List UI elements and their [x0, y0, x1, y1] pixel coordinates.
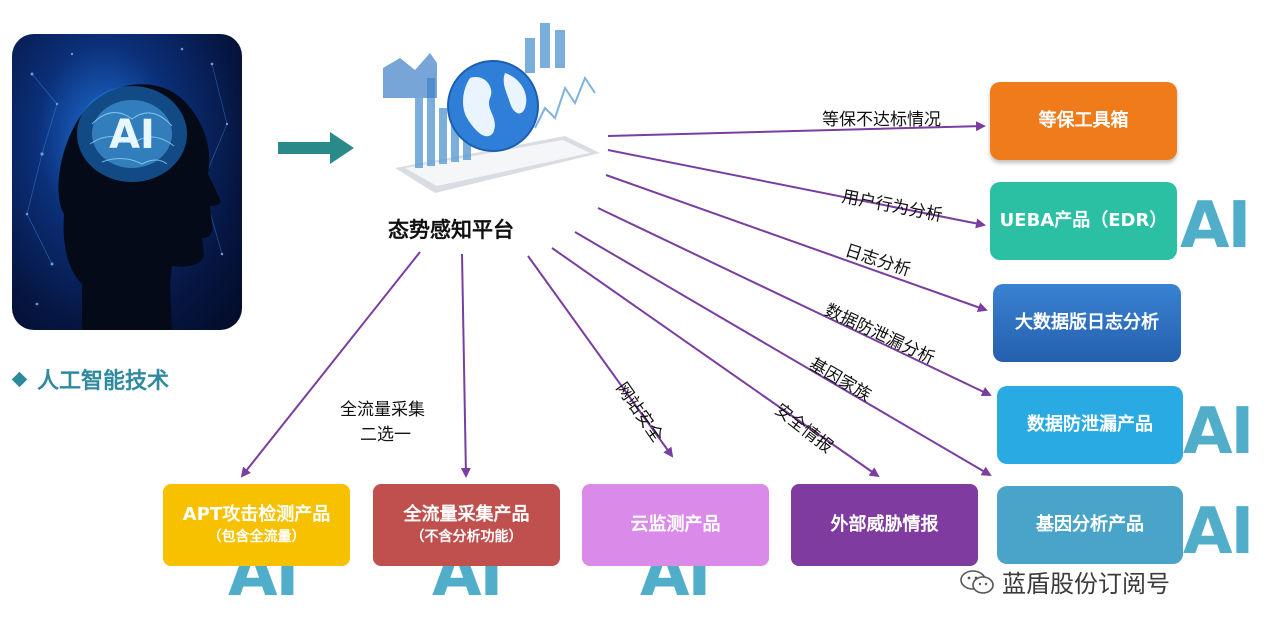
box-label: 等保工具箱 [1038, 110, 1129, 131]
box-label: APT攻击检测产品 [182, 504, 331, 525]
edge-label-dengbao: 等保不达标情况 [822, 110, 941, 130]
box-dengbao-toolbox: 等保工具箱 [990, 82, 1177, 160]
edge-apt [240, 251, 421, 478]
edge-label-flow-2: 二选一 [360, 425, 411, 445]
edge-cloud [527, 255, 674, 458]
edge-gene [574, 231, 992, 477]
tech-label: 人工智能技术 [11, 363, 170, 395]
big-arrow-icon [278, 132, 354, 164]
watermark: 蓝盾股份订阅号 [960, 564, 1170, 599]
box-bigdata-log-analysis: 大数据版日志分析 [993, 284, 1181, 362]
ai-head-text: AI [109, 112, 155, 158]
edge-intel [551, 247, 880, 478]
box-label: UEBA产品（EDR） [999, 210, 1168, 231]
ai-mark: AI [1180, 189, 1251, 263]
box-dlp-product: 数据防泄漏产品 [997, 386, 1183, 464]
box-label: 云监测产品 [630, 514, 721, 535]
box-label: 全流量采集产品 [403, 504, 530, 525]
edge-flow [460, 253, 471, 478]
wechat-icon [960, 569, 994, 594]
box-full-flow-collection: 全流量采集产品 （不含分析功能） [373, 484, 560, 566]
ai-head-illustration: AI [25, 47, 229, 330]
edge-ueba [607, 149, 986, 229]
edge-bigdata [605, 174, 988, 313]
box-sublabel: （包含全流量） [207, 529, 306, 545]
box-external-threat-intel: 外部威胁情报 [791, 484, 978, 566]
box-gene-analysis-product: 基因分析产品 [997, 486, 1183, 564]
ai-mark: AI [1183, 395, 1254, 469]
platform-illustration [383, 23, 600, 193]
platform-title: 态势感知平台 [388, 218, 514, 242]
box-label: 大数据版日志分析 [1015, 312, 1159, 333]
box-ueba-product: UEBA产品（EDR） [990, 182, 1177, 260]
box-label: 数据防泄漏产品 [1027, 414, 1153, 435]
edge-dengbao [607, 121, 986, 137]
ai-mark: AI [1183, 495, 1254, 569]
box-label: 基因分析产品 [1036, 514, 1144, 535]
edge-dlp [597, 207, 992, 397]
box-apt-detection: APT攻击检测产品 （包含全流量） [163, 484, 350, 566]
box-label: 外部威胁情报 [830, 514, 939, 535]
ai-head-image: AI [12, 34, 242, 330]
box-sublabel: （不含分析功能） [410, 529, 523, 545]
watermark-text: 蓝盾股份订阅号 [1002, 570, 1170, 598]
edge-label-flow-1: 全流量采集 [340, 400, 425, 420]
tech-label-text: 人工智能技术 [37, 369, 170, 394]
box-cloud-monitoring: 云监测产品 [582, 484, 769, 566]
